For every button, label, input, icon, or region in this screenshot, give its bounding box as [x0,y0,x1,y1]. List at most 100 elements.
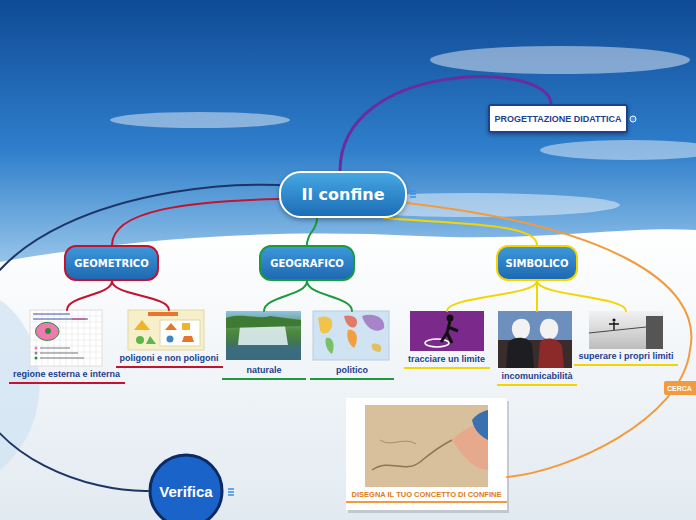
side-tab: CERCA [664,381,696,395]
image-topic: regione esterna e interna [9,310,125,384]
cloud [110,46,696,217]
polygons-picture [128,310,204,350]
image-topic: politico [310,311,394,380]
geometry-picture [40,348,84,358]
notes-icon [228,489,234,495]
polygons-picture [128,310,204,350]
image-topic: superare i propri limiti [574,311,678,366]
node-label: PROGETTAZIONE DIDATTICA [494,114,621,124]
link-icon [630,116,636,122]
world-map-picture [325,338,333,354]
world-map-picture [344,315,357,327]
polygons-picture [182,323,190,330]
cloud [110,112,290,128]
polygons-picture [136,336,144,344]
node-label: GEOMETRICO [74,258,148,269]
node-label: Verifica [159,483,212,500]
waterfall-picture [226,345,301,360]
node-label: tracciare un limite [408,353,485,365]
lovers-picture [538,339,564,368]
branch-box: SIMBOLICO [496,245,578,281]
node-label: GEOGRAFICO [270,258,344,269]
lovers-picture [506,338,534,368]
geometry-picture [45,328,51,334]
central-topic: Il confine [279,171,407,218]
node-label: regione esterna e interna [13,368,120,380]
lovers-picture [540,319,558,340]
branch-connector [407,203,691,477]
node-label: Il confine [302,185,385,204]
line-drawing-picture [410,311,484,351]
sand-drawing-picture [472,410,488,440]
waterfall-picture [226,311,301,360]
branch-connector [67,281,112,310]
notes-icon [410,191,416,197]
lovers-picture [512,319,530,340]
geometry-picture [30,310,102,366]
branch-connector [0,185,279,491]
tightrope-picture [646,316,663,349]
geometry-picture [35,357,38,360]
branch-box: GEOMETRICO [64,245,159,281]
geometry-picture [33,314,88,319]
node-label: CERCA [667,385,692,392]
node-label: DISEGNA IL TUO CONCETTO DI CONFINE [352,490,502,499]
line-drawing-picture [425,339,449,347]
snow-field [0,229,696,520]
waterfall-picture [226,311,301,360]
waterfall-picture [226,316,301,328]
line-drawing-picture [447,315,454,322]
polygons-picture [146,336,156,344]
lovers-picture [498,311,572,368]
world-map-picture [347,330,357,348]
polygons-picture [160,320,200,346]
tightrope-picture [589,311,663,349]
image-topic: tracciare un limite [404,311,490,369]
circle-outline [150,455,222,520]
notes-icon [410,191,416,197]
lovers-picture [498,311,572,368]
test-circle: Verifica [148,453,224,520]
drawing-panel-shadow [348,401,509,513]
world-map-picture [371,343,381,352]
world-map-picture [313,311,389,360]
sand-drawing-picture [365,405,488,487]
image-topic: naturale [222,311,306,380]
cloud [540,140,696,160]
world-map-picture [318,316,332,333]
line-drawing-picture [410,311,484,351]
sand-drawing-picture [380,440,416,444]
branch-connector [264,281,307,311]
polygons-picture [182,336,194,342]
geometry-picture [35,347,38,350]
image-topic: DISEGNA IL TUO CONCETTO DI CONFINE [346,398,507,503]
polygons-picture [134,320,150,330]
node-label: naturale [246,364,281,376]
world-map-picture [362,315,384,331]
branch-connector [536,281,538,311]
tightrope-picture [589,311,663,349]
sand-drawing-picture [372,440,452,470]
branch-box: GEOGRAFICO [259,245,355,281]
polygons-picture [148,312,178,316]
world-map-picture [313,311,389,360]
polygons-picture [167,336,174,343]
tightrope-picture [609,322,619,330]
geometry-picture [36,322,59,340]
branch-connector [112,281,169,310]
node-label: poligoni e non poligoni [120,352,219,364]
node-label: incomunicabilità [501,370,572,382]
notes-icon [228,489,234,495]
image-topic: incomunicabilità [497,311,577,386]
branch-connector [537,281,626,311]
branch-connector [112,199,279,245]
branch-connector [307,281,352,311]
geometry-picture [35,352,38,355]
node-label: politico [336,364,368,376]
geometry-picture [30,310,102,366]
tightrope-picture [612,318,615,321]
branch-connector [307,218,317,245]
drawing-panel [346,398,507,510]
geometry-picture [30,310,102,366]
